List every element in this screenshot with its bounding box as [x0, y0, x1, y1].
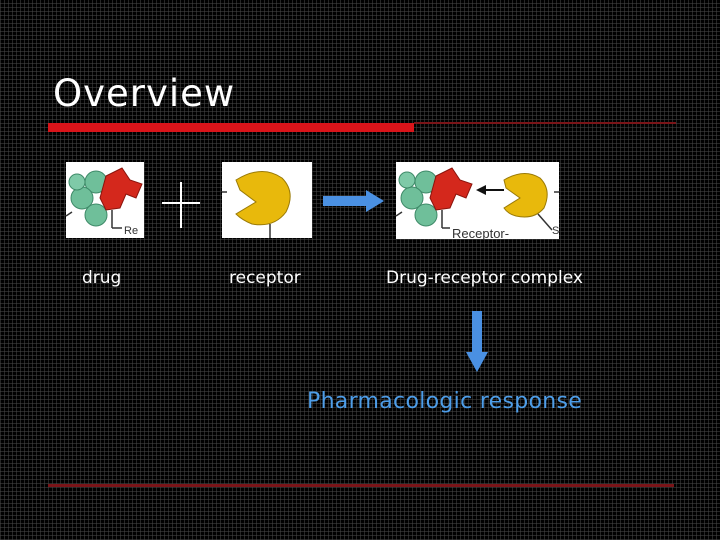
complex-image-edge-fragment: S: [552, 225, 559, 237]
drug-receptor-complex-image: Receptor- S: [396, 162, 559, 239]
title-underline: [48, 123, 414, 132]
complex-illustration: Receptor- S: [396, 167, 559, 239]
title-underline-extension: [414, 122, 676, 124]
complex-label: Drug-receptor complex: [386, 268, 583, 288]
footer-rule: [48, 484, 674, 487]
receptor-image: [222, 162, 312, 238]
drug-image-caption-fragment: Re: [124, 225, 138, 237]
complex-image-caption-fragment: Receptor-: [452, 226, 509, 239]
receptor-illustration: [222, 171, 291, 238]
plus-icon: [160, 180, 202, 234]
drug-label: drug: [82, 268, 122, 288]
pharmacologic-response-label: Pharmacologic response: [307, 389, 583, 414]
arrow-down-icon: [464, 310, 490, 378]
receptor-label: receptor: [229, 268, 301, 288]
drug-molecule-illustration: Re: [66, 167, 143, 237]
arrow-right-icon: [322, 188, 386, 218]
page-title: Overview: [53, 72, 236, 115]
drug-image: Re: [66, 162, 144, 238]
